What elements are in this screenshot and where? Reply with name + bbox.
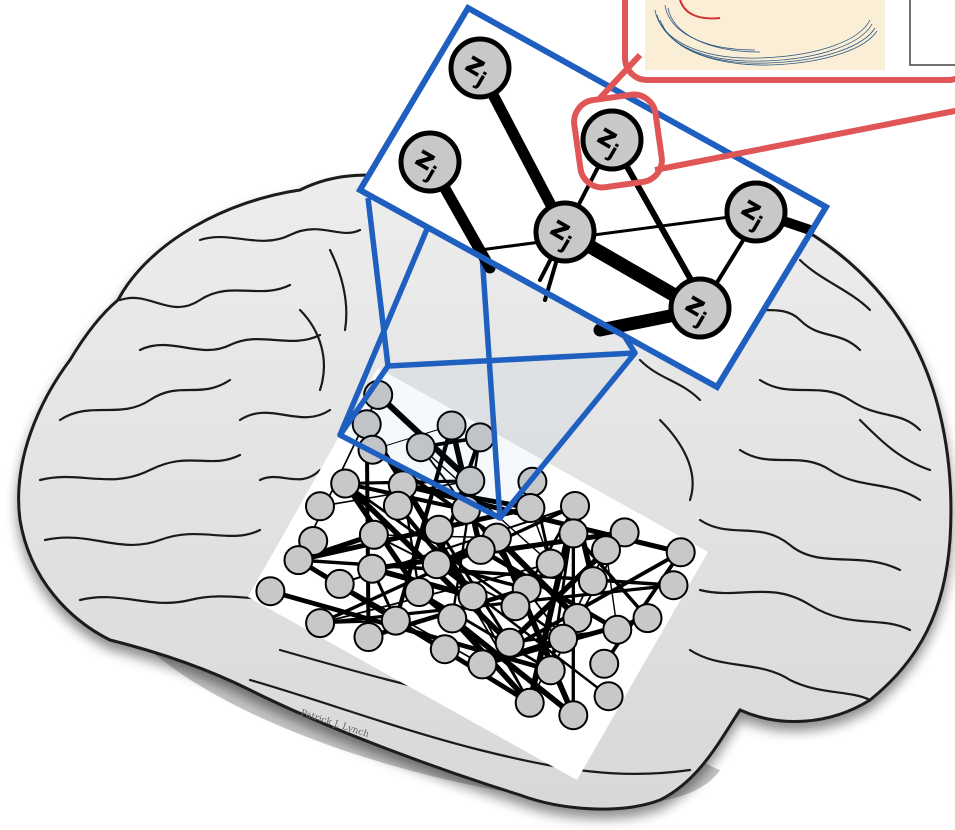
network-node [358, 555, 386, 583]
network-node [431, 635, 459, 663]
zoom-node: zj [401, 133, 459, 191]
network-node [537, 550, 565, 578]
network-node [634, 604, 662, 632]
network-node [355, 623, 383, 651]
network-node [537, 656, 565, 684]
network-node [660, 571, 688, 599]
network-node [285, 546, 313, 574]
network-node [549, 625, 577, 653]
network-node [468, 650, 496, 678]
network-node [306, 492, 334, 520]
network-node [425, 516, 453, 544]
network-node [667, 538, 695, 566]
network-node [592, 536, 620, 564]
phase-portrait-inset [625, 0, 955, 80]
network-node [326, 570, 354, 598]
network-node [579, 567, 607, 595]
inset-side-box [910, 0, 955, 65]
inset-plot-area [645, 0, 885, 70]
network-node [516, 494, 544, 522]
network-node [423, 550, 451, 578]
network-node [382, 607, 410, 635]
network-node [590, 650, 618, 678]
zoom-node: zj [451, 39, 509, 97]
network-node [595, 682, 623, 710]
zoom-node: zj [727, 183, 785, 241]
network-node [561, 492, 589, 520]
network-node [603, 616, 631, 644]
network-node [516, 689, 544, 717]
network-node [559, 701, 587, 729]
network-node [306, 609, 334, 637]
zoom-node: zj [671, 279, 729, 337]
network-node [496, 629, 524, 657]
network-node [331, 470, 359, 498]
network-node [459, 582, 487, 610]
network-node [360, 521, 388, 549]
network-node [467, 536, 495, 564]
zoom-node: zj [583, 111, 641, 169]
network-node [256, 577, 284, 605]
network-node [438, 604, 466, 632]
network-node [405, 578, 433, 606]
network-node [384, 492, 412, 520]
zoom-node: zj [536, 203, 594, 261]
network-node [501, 592, 529, 620]
network-node [559, 519, 587, 547]
